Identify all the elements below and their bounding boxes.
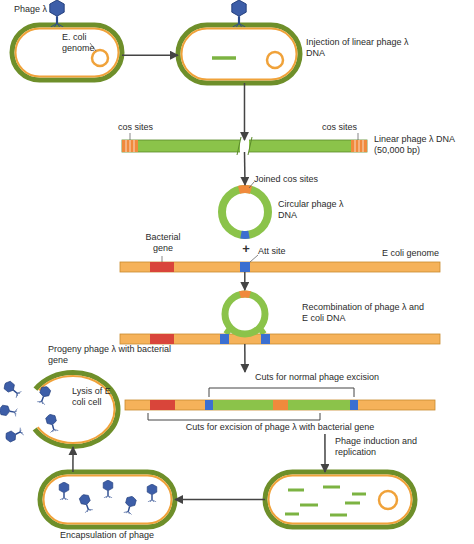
gene-label: Bacterial gene [138, 232, 188, 253]
process-arrow [72, 447, 74, 472]
process-arrow [244, 272, 246, 290]
lysed-cell-wall [28, 373, 118, 447]
phage-symbol [59, 482, 69, 500]
step-label: Progeny phage λ with bacterial gene [48, 344, 188, 365]
att-site [350, 400, 358, 410]
phage-dna [222, 189, 268, 235]
lysed-cell: Progeny phage λ with bacterial geneLysis… [28, 372, 118, 447]
bacterial-gene [150, 400, 175, 410]
replicating-cell: Phage induction and replication [265, 472, 415, 527]
process-arrow [244, 83, 246, 140]
bacterial-gene [150, 262, 174, 272]
phage-label: Phage λ [14, 4, 74, 15]
site-label: Att site [258, 246, 308, 257]
bacterial-dna [120, 334, 440, 344]
phage-dna [212, 56, 236, 60]
phage-dna [225, 294, 265, 334]
bacterial-chromosome [379, 491, 397, 509]
leader-line [162, 256, 163, 262]
packaging-cell: Encapsulation of phage [40, 472, 175, 527]
bracket-label: Cuts for normal phage excision [255, 372, 430, 383]
att-site [220, 334, 229, 344]
bacterial-genome: Att siteBacterial geneE coli genome [120, 262, 440, 272]
att-site [241, 231, 249, 239]
recombination-dna: Recombination of phage λ and E coli DNA [120, 290, 440, 344]
cell-membrane [269, 476, 412, 524]
cell-membrane [182, 29, 297, 80]
step-label: Injection of linear phage λ DNA [306, 37, 416, 58]
bacterial-dna [125, 400, 435, 410]
dna-label: Circular phage λ DNA [278, 199, 350, 220]
phage-symbol [36, 385, 51, 405]
leader-line [250, 255, 258, 262]
bracket-label: Cuts for excision of phage λ with bacter… [125, 422, 435, 433]
step-label: Recombination of phage λ and E coli DNA [302, 302, 427, 323]
bacterial-chromosome [267, 52, 283, 68]
cos-site [240, 290, 250, 298]
dna-break [240, 137, 249, 155]
phage-dna [226, 327, 264, 334]
phage-dna [288, 400, 350, 410]
bacterial-dna [120, 262, 440, 272]
phage-symbol [103, 480, 113, 498]
process-arrow [175, 499, 265, 501]
infected-cell: Injection of linear phage λ DNA [178, 25, 300, 83]
process-arrow [324, 434, 326, 472]
phage-symbol [147, 484, 157, 502]
cell-wall [12, 25, 122, 80]
phage-symbol [45, 413, 59, 433]
step-label: Lysis of E coli cell [72, 386, 118, 407]
cell-membrane [44, 476, 172, 524]
process-arrow [244, 152, 246, 185]
att-site [240, 262, 250, 272]
phage-dna-copies [285, 487, 366, 515]
cos-site [273, 400, 288, 410]
site-label: Joined cos sites [254, 174, 344, 185]
att-site [205, 400, 213, 410]
cell-wall [178, 25, 300, 83]
cos-site [239, 185, 251, 194]
process-arrow [122, 54, 178, 56]
att-site [261, 334, 270, 344]
circular-dna: Joined cos sitesCircular phage λ DNA [218, 185, 272, 239]
step-label: Phage induction and replication [335, 436, 445, 457]
leader-line [249, 182, 254, 188]
phage-symbol [123, 495, 137, 515]
phage-symbol [4, 427, 24, 443]
phage-symbol [232, 0, 246, 27]
excision-bracket [209, 388, 354, 397]
step-label: Encapsulation of phage [60, 530, 180, 541]
phage-symbol [0, 405, 18, 418]
process-arrow [244, 344, 246, 372]
cell-wall [40, 472, 175, 527]
leader-line [130, 133, 131, 140]
genome-label: E coli genome [382, 248, 452, 259]
phage-symbol [2, 380, 22, 399]
leader-line [358, 133, 359, 140]
cell-wall [265, 472, 415, 527]
phage-symbol [50, 0, 64, 27]
genome-label: E. coli genome [62, 32, 120, 53]
site-label: cos sites [118, 122, 178, 133]
plus-sign: + [239, 242, 253, 255]
phage-symbol [78, 493, 93, 513]
bacterial-gene [150, 334, 174, 344]
site-label: cos sites [322, 122, 382, 133]
bacterial-cell: Phage λE. coli genome [12, 25, 122, 80]
linear-dna: cos sitescos sitesLinear phage λ DNA (50… [122, 140, 367, 152]
dna-label: Linear phage λ DNA (50,000 bp) [374, 134, 474, 155]
dna-break [237, 137, 252, 155]
excision-bracket [148, 413, 320, 420]
phage-dna [213, 400, 273, 410]
prophage-dna: Cuts for normal phage excisionCuts for e… [125, 372, 435, 434]
